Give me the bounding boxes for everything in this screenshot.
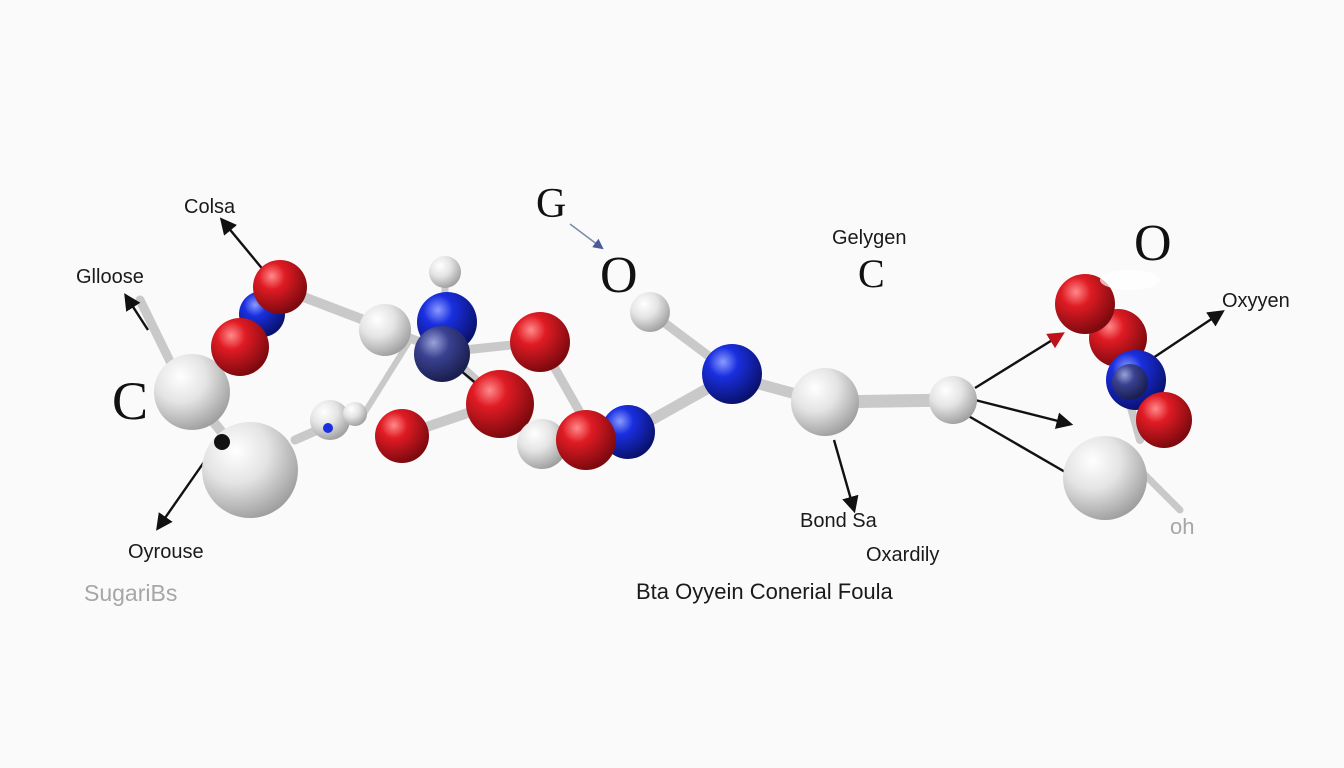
arrow-oxygen-top (974, 332, 1065, 390)
hydrogen-atom (214, 434, 230, 450)
label-oxygen-right: O (1134, 215, 1172, 272)
label-oxardily: Oxardily (866, 544, 940, 566)
caption: Bta Oyyein Conerial Foula (636, 579, 893, 604)
oxygen-atom (211, 318, 269, 376)
oxygen-atom (375, 409, 429, 463)
label-g: G (536, 181, 567, 227)
label-glloose: Glloose (76, 266, 144, 288)
label-carbon-left: C (112, 371, 149, 431)
label-oh: oh (1170, 514, 1195, 539)
carbon-atom (359, 304, 411, 356)
label-carbon-mid: C (858, 251, 885, 296)
carbon-atom (929, 376, 977, 424)
arrow-g (569, 223, 604, 250)
atoms (154, 256, 1192, 520)
label-oxyyen: Oxyyen (1222, 290, 1290, 312)
label-gelygen: Gelygen (832, 227, 907, 249)
arrow-bond-sa (832, 439, 859, 514)
oxygen-atom (466, 370, 534, 438)
hydrogen-atom (630, 292, 670, 332)
label-colsa: Colsa (184, 196, 236, 218)
oxygen-atom (510, 312, 570, 372)
hydrogen-atom (310, 400, 350, 440)
carbon-atom (154, 354, 230, 430)
oxygen-atom (556, 410, 616, 470)
oxygen-atom (253, 260, 307, 314)
nitrogen-atom (1112, 364, 1148, 400)
oxygen-atom (1055, 274, 1115, 334)
label-bond-sa: Bond Sa (800, 510, 877, 532)
highlight-glow (1100, 270, 1160, 290)
carbon-atom (1063, 436, 1147, 520)
nitrogen-atom (702, 344, 762, 404)
arrow-glloose (124, 293, 150, 331)
arrow-colsa (219, 217, 266, 273)
oxygen-atom (1136, 392, 1192, 448)
hydrogen-atom (343, 402, 367, 426)
nitrogen-atom (323, 423, 333, 433)
label-oxygen-mid: O (600, 247, 638, 304)
nitrogen-atom (414, 326, 470, 382)
label-oyrouse: Oyrouse (128, 541, 204, 563)
label-sugaribs: SugariBs (84, 580, 178, 606)
arrow-lower (964, 412, 1073, 478)
carbon-atom (791, 368, 859, 436)
hydrogen-atom (517, 419, 567, 469)
hydrogen-atom (429, 256, 461, 288)
bond (357, 337, 413, 423)
arrow-oxygen-right (1149, 310, 1225, 361)
arrow-mid (974, 398, 1074, 429)
